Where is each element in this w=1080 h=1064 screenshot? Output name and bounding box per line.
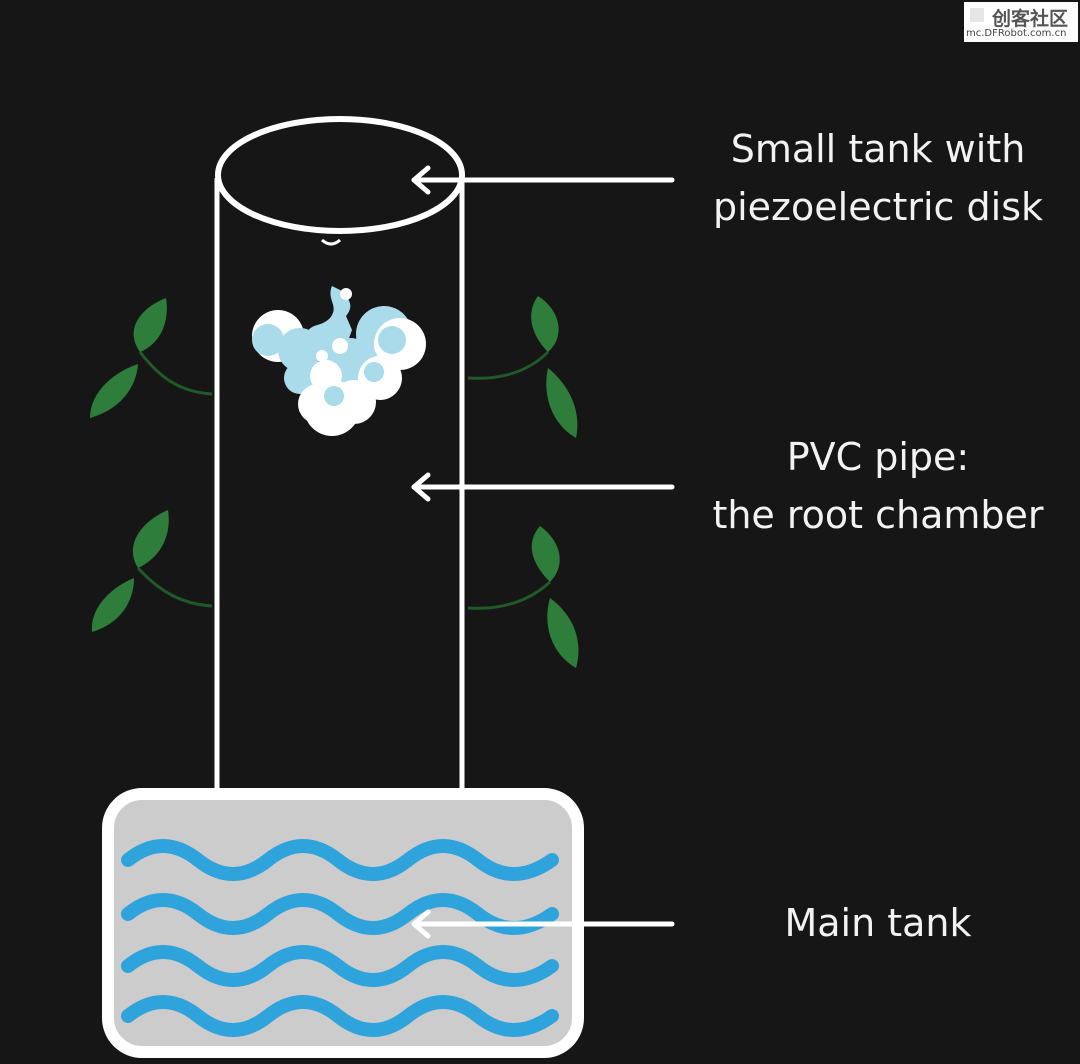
label-pvc-pipe-line-1: PVC pipe: <box>786 435 970 479</box>
leaf-icon <box>531 296 559 352</box>
mist-cloud-icon <box>252 286 426 436</box>
label-pvc-pipe: PVC pipe: the root chamber <box>700 428 1056 544</box>
arrow-left-icon <box>411 909 675 939</box>
plant-upper-left <box>90 298 213 418</box>
plant-lower-right <box>467 526 579 668</box>
plant-lower-left <box>91 510 213 632</box>
plant-upper-right <box>467 296 578 438</box>
leaf-icon <box>91 578 134 632</box>
water-wave-4 <box>121 995 559 1037</box>
label-pvc-pipe-line-2: the root chamber <box>712 493 1044 537</box>
leaf-icon <box>132 510 169 568</box>
water-wave-icon <box>121 839 559 1037</box>
leaf-icon <box>546 368 578 438</box>
water-wave-2 <box>121 893 559 935</box>
watermark-title: 创客社区 <box>992 8 1069 30</box>
label-small-tank: Small tank with piezoelectric disk <box>700 120 1056 236</box>
watermark: 创客社区 mc.DFRobot.com.cn <box>964 2 1078 42</box>
water-wave-1 <box>121 839 559 881</box>
water-wave-3 <box>121 945 559 987</box>
leaf-icon <box>90 364 138 418</box>
arrow-left-icon <box>411 165 675 195</box>
watermark-url: mc.DFRobot.com.cn <box>966 28 1067 39</box>
small-tank <box>215 116 465 234</box>
watermark-logo-icon <box>970 8 984 22</box>
leaf-icon <box>531 526 560 582</box>
label-main-tank: Main tank <box>700 894 1056 952</box>
leaf-icon <box>547 598 579 668</box>
label-main-tank-line-1: Main tank <box>784 901 972 945</box>
drip-icon <box>321 238 341 246</box>
label-small-tank-line-2: piezoelectric disk <box>713 185 1043 229</box>
label-small-tank-line-1: Small tank with <box>730 127 1026 171</box>
arrow-left-icon <box>411 472 675 502</box>
leaf-icon <box>133 298 167 352</box>
